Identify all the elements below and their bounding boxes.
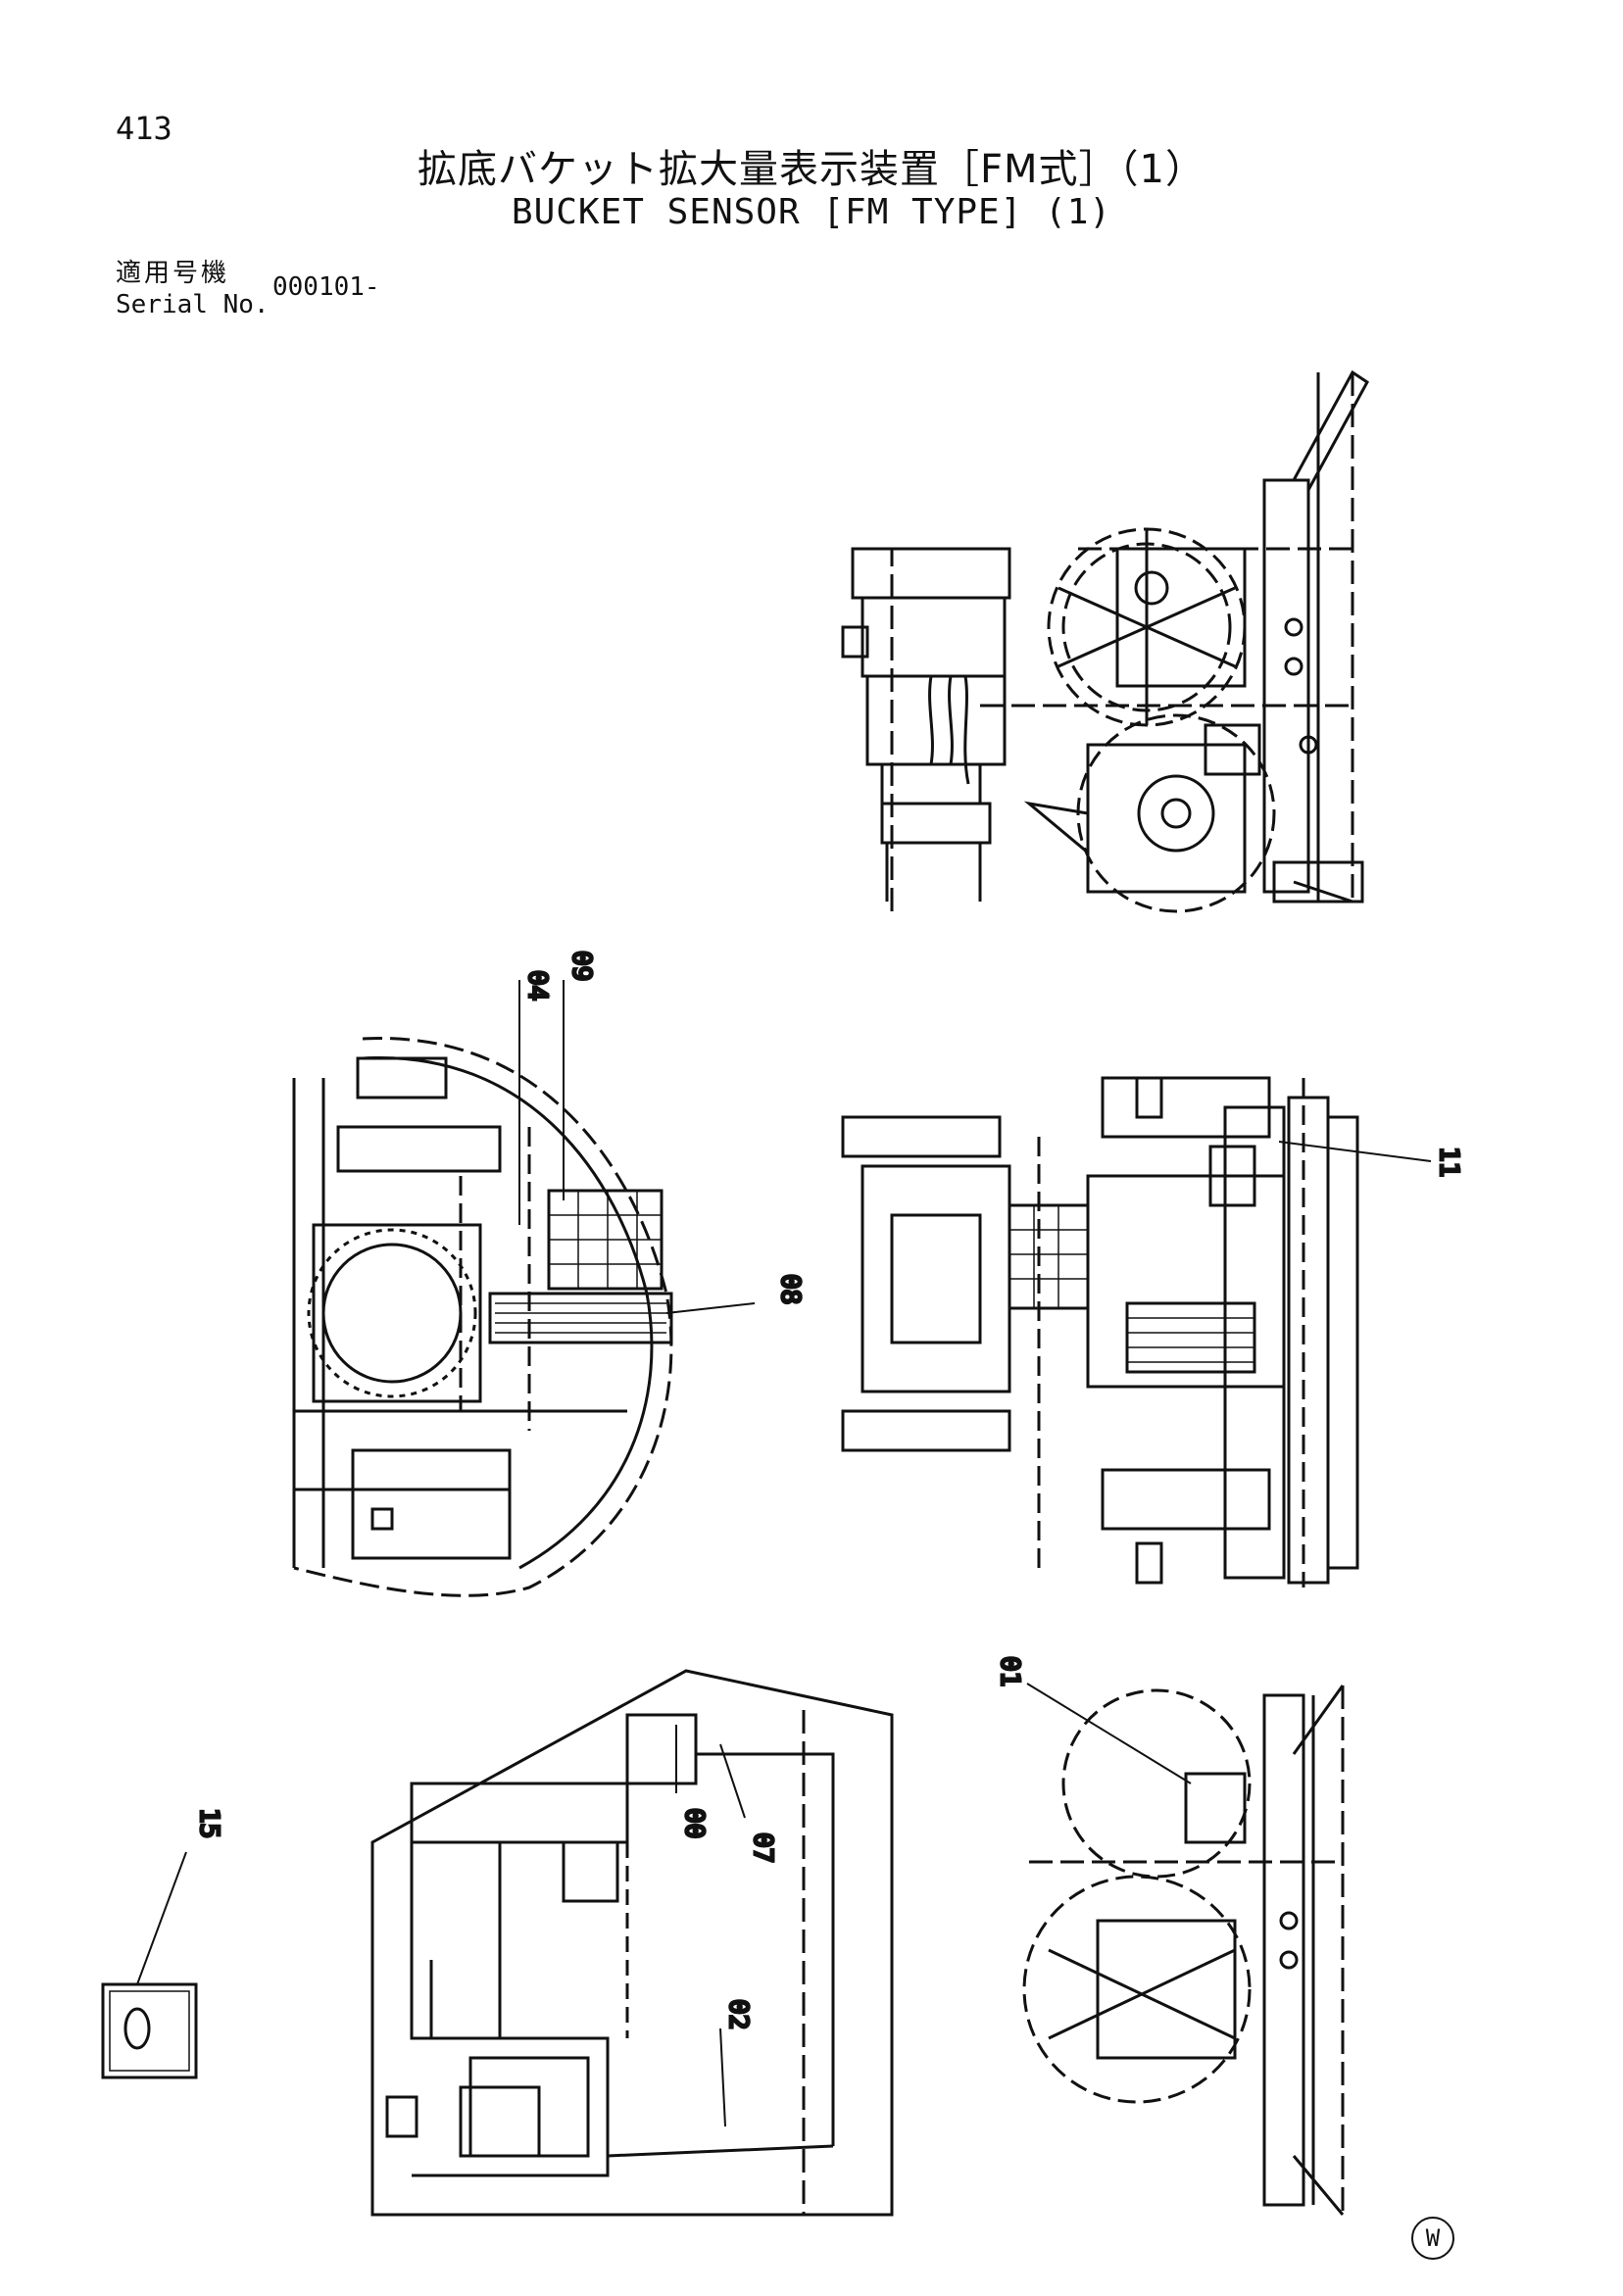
callout-08: 08 <box>775 1274 805 1304</box>
view-top-reel-assembly <box>841 369 1369 913</box>
page-number: 413 <box>116 110 172 147</box>
callout-11: 11 <box>1434 1147 1463 1177</box>
watermark-w-mark: W <box>1411 2217 1454 2260</box>
title-japanese: 拡底バケット拡大量表示装置［FM式］（1） <box>418 147 1205 192</box>
view-lower-reel <box>1022 1685 1345 2216</box>
serial-number-value: 000101- <box>272 272 380 302</box>
callout-01: 01 <box>995 1656 1024 1686</box>
callout-07: 07 <box>748 1832 777 1863</box>
title-english: BUCKET SENSOR [FM TYPE] (1) <box>511 192 1112 232</box>
callout-04: 04 <box>522 970 552 1001</box>
callout-15: 15 <box>194 1808 223 1838</box>
callout-00: 00 <box>679 1808 709 1838</box>
callout-02: 02 <box>723 1999 753 2029</box>
callout-09: 09 <box>566 951 596 981</box>
view-circular-plan <box>292 1037 673 1597</box>
view-cab-routing <box>370 1669 894 2217</box>
leader-lines <box>136 980 1432 2127</box>
serial-label-japanese: 適用号機 <box>116 259 230 288</box>
serial-label-english: Serial No. <box>116 290 270 319</box>
view-side-elevation <box>841 1076 1359 1588</box>
item-15-label-plate <box>101 1982 198 2079</box>
